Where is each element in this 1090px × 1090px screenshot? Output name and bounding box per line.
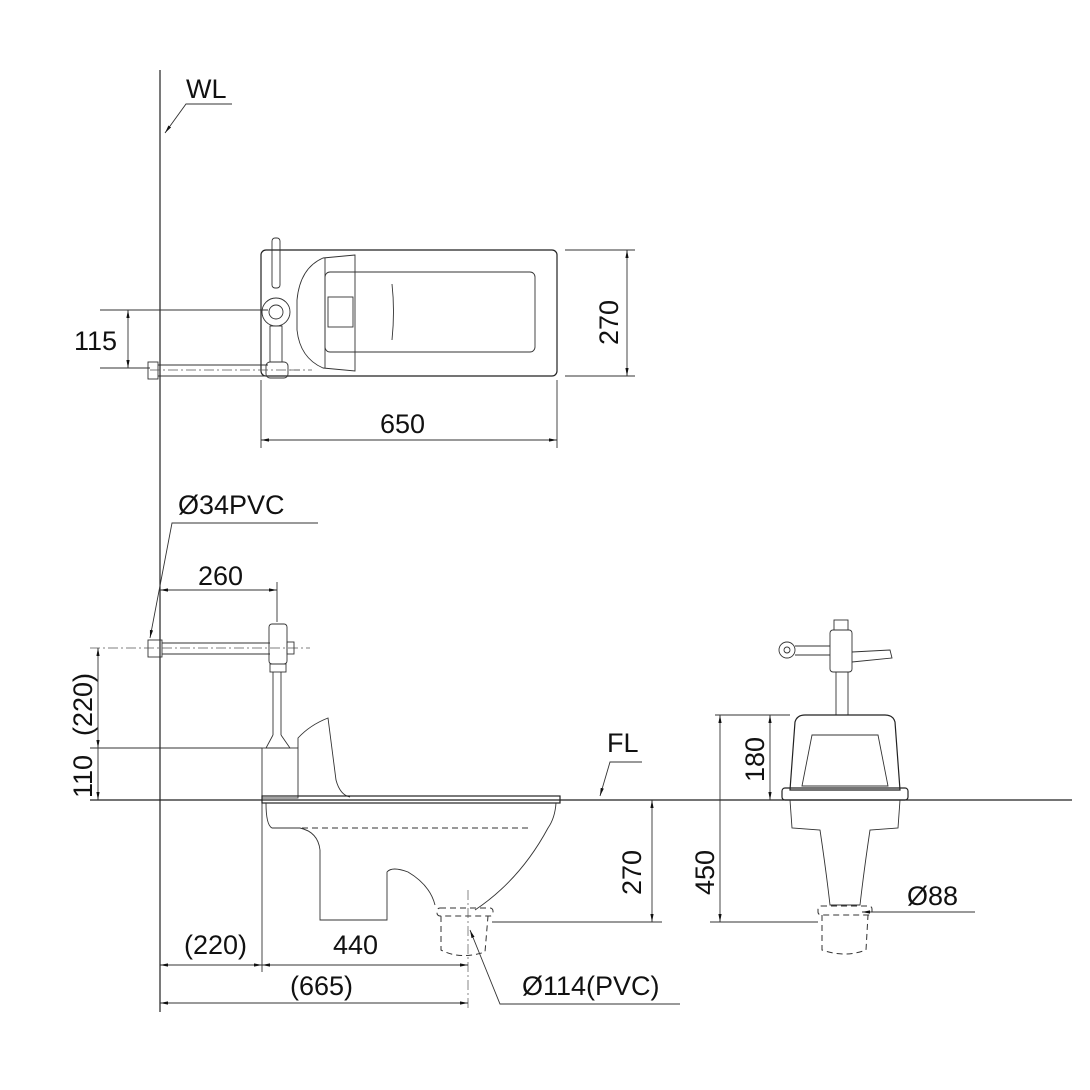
dim-wall-to-drain: (665) — [290, 971, 353, 1001]
drain-pipe-label: Ø114(PVC) — [522, 971, 660, 1001]
dim-total-depth: 450 — [690, 850, 720, 895]
dim-bowl-to-drain: 440 — [333, 930, 378, 960]
floor-line-label: FL — [607, 728, 639, 758]
dim-pipe-height: (220) — [68, 673, 98, 736]
drain-outlet-label: Ø88 — [907, 881, 958, 911]
dim-front-tank-height: 180 — [740, 737, 770, 782]
plan-view: 115 270 650 — [74, 237, 635, 448]
side-view: Ø34PVC 260 (220) 110 FL — [68, 490, 1072, 1010]
supply-pipe-label: Ø34PVC — [178, 490, 285, 520]
wall-line: WL — [159, 70, 232, 1012]
dim-plan-width: 270 — [594, 300, 624, 345]
dim-tank-height: 110 — [68, 755, 98, 798]
dim-pipe-length: 260 — [198, 561, 243, 591]
dim-plan-length: 650 — [380, 409, 425, 439]
dim-wall-to-bowl: (220) — [184, 930, 247, 960]
dim-supply-offset: 115 — [74, 326, 117, 356]
wall-line-label: WL — [186, 74, 227, 104]
front-view: 180 450 Ø88 — [690, 619, 975, 955]
dim-bowl-depth: 270 — [617, 850, 647, 895]
flush-valve-plan — [261, 237, 312, 379]
